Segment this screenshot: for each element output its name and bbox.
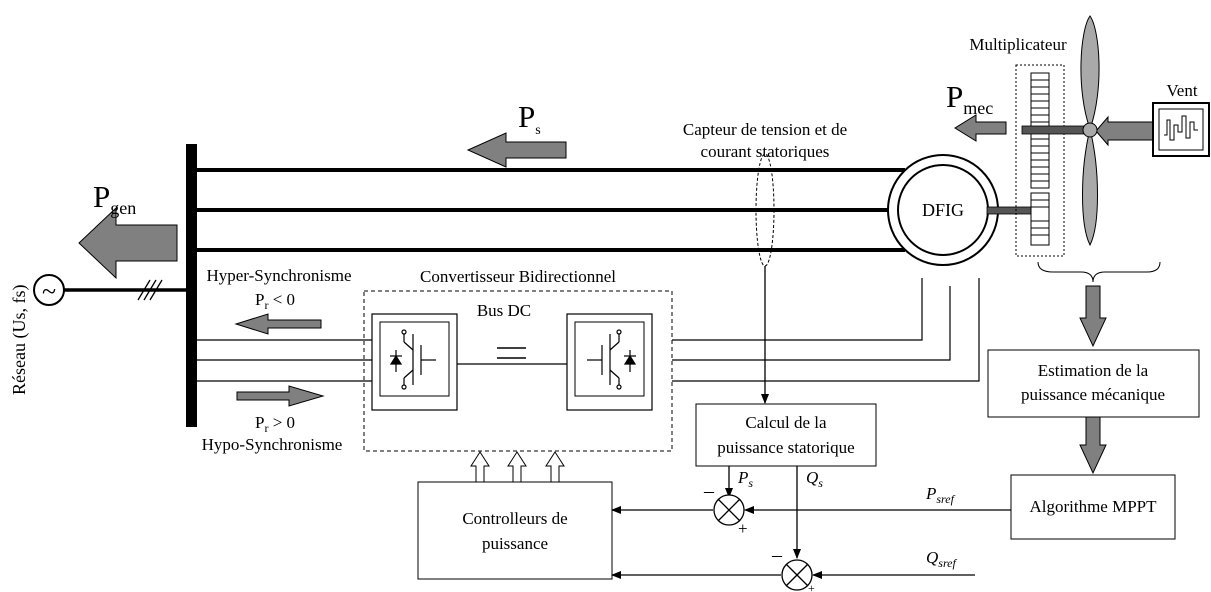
dfig-shaft [986, 206, 1038, 215]
summing-junction-p [713, 494, 745, 526]
calcul-label-line1: Calcul de la [745, 413, 827, 432]
dc-link-capacitor [497, 347, 526, 359]
p-mec-arrow [954, 114, 1007, 142]
hypo-synchronisme-label: Hypo-Synchronisme [202, 435, 343, 454]
calcul-puissance-block [695, 403, 877, 467]
estimation-block [987, 349, 1200, 418]
controlleurs-label-line2: puissance [482, 534, 548, 553]
estimation-label-line2: puissance mécanique [1021, 385, 1165, 404]
dfig-label: DFIG [922, 200, 964, 220]
qs-signal-label: Qs [806, 468, 823, 490]
ps-signal-label: Ps [737, 468, 753, 490]
pr-negative-label: Pr < 0 [255, 290, 295, 312]
pr-positive-label: Pr > 0 [255, 413, 295, 435]
p-mec-label: Pmec [946, 79, 993, 118]
convertisseur-label: Convertisseur Bidirectionnel [420, 267, 616, 286]
triple-phase-marks [137, 279, 163, 301]
capteur-label-line2: courant statoriques [701, 142, 830, 161]
calcul-label-line2: puissance statorique [717, 438, 854, 457]
gearbox-small-gear [1030, 192, 1050, 246]
ac-tilde: ~ [42, 277, 56, 306]
summing-junction-q [781, 559, 813, 591]
p-s-arrow [466, 132, 567, 168]
hyper-synchronisme-label: Hyper-Synchronisme [206, 266, 351, 285]
turbine-brace [1037, 261, 1161, 283]
p-s-label: Ps [518, 99, 541, 138]
junction-p-plus: + [738, 519, 748, 538]
igbt-icon [587, 329, 637, 390]
rsc-inner [379, 321, 450, 397]
wind-source-inner [1158, 108, 1204, 151]
turbine-blades [1080, 15, 1100, 247]
controlleurs-block [417, 481, 613, 580]
junction-q-plus: + [808, 581, 815, 592]
p-gen-arrow [78, 206, 178, 280]
rotor-lines [197, 278, 980, 382]
control-signal-arrows [470, 451, 565, 483]
stator-lines [197, 168, 905, 252]
converter-dashed-frame [363, 290, 673, 452]
rotor-shaft [1021, 125, 1093, 135]
multiplicateur-label: Multiplicateur [969, 35, 1067, 54]
igbt-icon [389, 329, 436, 390]
turbine-hub [1082, 122, 1098, 138]
algorithme-mppt-block [1010, 474, 1176, 540]
control-signal-lines [611, 466, 1011, 579]
wind-profile-icon [1164, 115, 1198, 141]
gearbox-frame [1015, 64, 1065, 257]
bus-dc-label: Bus DC [477, 301, 531, 320]
p-gen-label: Pgen [93, 179, 136, 218]
qsref-label: Qsref [926, 548, 958, 570]
vent-label: Vent [1166, 81, 1197, 100]
controlleurs-label-line1: Controlleurs de [462, 509, 567, 528]
psref-label: Psref [925, 484, 956, 506]
grid-bus-bar [186, 144, 197, 427]
dfig-machine [887, 154, 999, 266]
junction-p-minus: – [703, 480, 715, 502]
algorithme-mppt-label: Algorithme MPPT [1029, 497, 1157, 516]
mppt-down-arrow [1079, 416, 1107, 475]
estimation-label-line1: Estimation de la [1038, 361, 1149, 380]
pr-neg-arrow [234, 313, 322, 335]
reseau-label: Réseau (Us, fs) [9, 285, 30, 395]
ac-source-symbol [33, 274, 65, 306]
junction-q-minus: – [771, 544, 783, 566]
estimation-down-arrow [1079, 285, 1107, 348]
pr-pos-arrow [236, 385, 325, 407]
capteur-label-line1: Capteur de tension et de [683, 120, 847, 139]
